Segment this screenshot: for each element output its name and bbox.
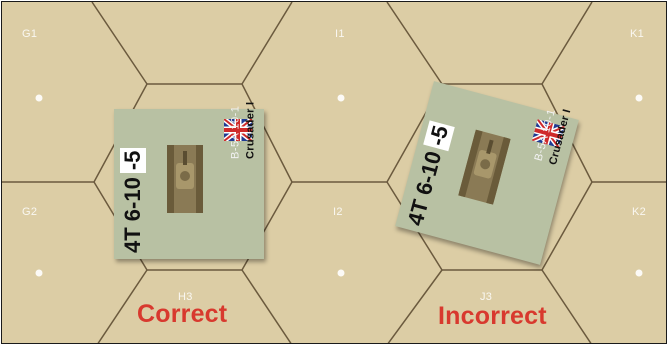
unit-counter-correct[interactable]: 4T 6-10-5 Crusader I B-5A 10-1 <box>114 109 264 259</box>
hex-label-k1: K1 <box>630 28 644 40</box>
morale-value: -5 <box>120 148 146 174</box>
caption-incorrect: Incorrect <box>438 302 547 331</box>
hex-label-i2: I2 <box>333 206 343 218</box>
hex-label-i1: I1 <box>335 28 345 40</box>
rating-text: 4T 6-10 <box>120 177 145 253</box>
unit-name: Crusader I <box>244 102 256 159</box>
caption-correct: Correct <box>137 300 227 329</box>
hex-center-dot <box>338 95 345 102</box>
morale-value: -5 <box>423 120 455 151</box>
hex-edge <box>92 2 147 84</box>
unit-model: B-5A 10-1 <box>229 106 241 159</box>
hex-center-dot <box>36 95 43 102</box>
hex-label-g1: G1 <box>22 28 37 40</box>
hex-center-dot <box>338 270 345 277</box>
hex-label-g2: G2 <box>22 206 37 218</box>
hex-center-dot <box>36 270 43 277</box>
unit-rating: 4T 6-10 -5 <box>119 148 147 253</box>
hex-label-k2: K2 <box>632 206 646 218</box>
tank-icon <box>457 127 512 206</box>
hex-center-dot <box>636 95 643 102</box>
hex-center-dot <box>636 270 643 277</box>
tank-icon <box>166 143 204 215</box>
